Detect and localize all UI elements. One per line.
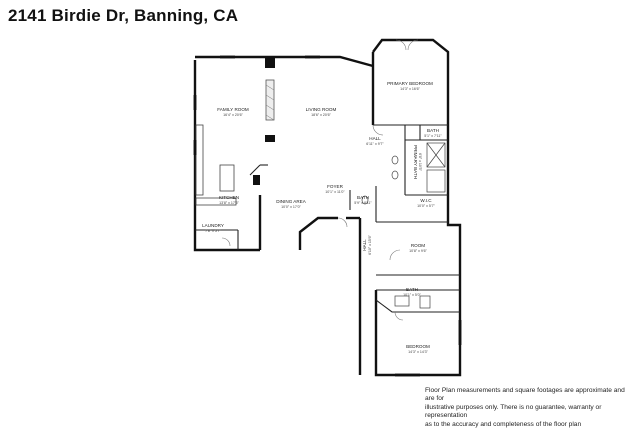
column-base bbox=[265, 135, 275, 142]
dims-bath-2: 5'9" x 8'11" bbox=[354, 201, 372, 205]
dims-bedroom: 14'3" x 14'3" bbox=[408, 350, 428, 354]
label-room: ROOM bbox=[411, 243, 425, 248]
dims-kitchen: 13'8" x 17'6" bbox=[219, 201, 239, 205]
label-bedroom: BEDROOM bbox=[406, 344, 430, 349]
shower bbox=[426, 142, 446, 168]
label-primary-bedroom: PRIMARY BEDROOM bbox=[387, 81, 433, 86]
dims-wic: 10'0" x 5'7" bbox=[417, 204, 435, 208]
wall-north bbox=[195, 55, 374, 68]
dims-hall-2: 6'10" x 15'6" bbox=[368, 234, 372, 254]
dims-primary-bedroom: 14'3" x 16'6" bbox=[400, 87, 420, 91]
toilet bbox=[419, 295, 431, 309]
wall-entry-angle bbox=[298, 216, 338, 250]
dims-foyer: 10'1" x 11'0" bbox=[325, 190, 345, 194]
label-wic: W.I.C bbox=[420, 198, 432, 203]
kitchen-fixtures bbox=[195, 124, 237, 206]
kitchen-counter bbox=[195, 124, 204, 196]
label-living-room: LIVING ROOM bbox=[306, 107, 337, 112]
door-front bbox=[337, 217, 348, 228]
wall-kitchen-angle bbox=[249, 164, 261, 176]
door-primary-2 bbox=[407, 39, 419, 51]
dims-primary-bath: 6'8" x 10'5" bbox=[418, 153, 422, 171]
dims-laundry: 7'8" x 5'7" bbox=[205, 229, 221, 233]
door-room bbox=[389, 249, 401, 261]
dims-room: 10'8" x 9'6" bbox=[409, 249, 427, 253]
door-bedroom bbox=[394, 311, 404, 321]
page-title: 2141 Birdie Dr, Banning, CA bbox=[8, 6, 239, 25]
dims-living-room: 18'6" x 20'6" bbox=[311, 113, 331, 117]
label-hall-2: HALL bbox=[362, 239, 367, 251]
dims-bath-1: 5'1" x 7'11" bbox=[424, 134, 442, 138]
chimney bbox=[265, 58, 275, 68]
label-primary-bath: PRIMARY BATH bbox=[413, 145, 418, 179]
wall-primary-bay bbox=[372, 38, 450, 180]
door-laundry bbox=[221, 237, 231, 247]
door-hall bbox=[372, 124, 384, 136]
windows bbox=[193, 55, 462, 377]
door-primary-1 bbox=[395, 39, 407, 51]
label-bath-2: BATH bbox=[357, 195, 369, 200]
fireplace-column bbox=[253, 58, 275, 185]
label-laundry: LAUNDRY bbox=[202, 223, 224, 228]
dims-bath-3: 10'1" x 5'0" bbox=[403, 293, 421, 297]
kitchen-island bbox=[219, 164, 235, 192]
kitchen-counter-south bbox=[195, 197, 237, 206]
interior-walls bbox=[195, 124, 460, 313]
hearth-hatch bbox=[265, 84, 275, 121]
label-foyer: FOYER bbox=[327, 184, 344, 189]
sink-2 bbox=[391, 170, 399, 180]
label-bath-1: BATH bbox=[427, 128, 439, 133]
room-labels: FAMILY ROOM 16'4" x 20'6" LIVING ROOM 18… bbox=[202, 81, 442, 354]
wall-east-wing bbox=[374, 180, 462, 377]
sink-3 bbox=[361, 195, 369, 205]
wall-bath3-south bbox=[375, 299, 460, 313]
kitchen-post bbox=[253, 175, 260, 185]
label-family-room: FAMILY ROOM bbox=[217, 107, 249, 112]
wall-west bbox=[193, 60, 260, 252]
dims-family-room: 16'4" x 20'6" bbox=[223, 113, 243, 117]
bath-fixtures bbox=[361, 142, 446, 309]
disclaimer-line-3: as to the accuracy and completeness of t… bbox=[425, 420, 582, 428]
label-hall: HALL bbox=[369, 136, 381, 141]
sink-1 bbox=[391, 155, 399, 165]
disclaimer-line-1: Floor Plan measurements and square foota… bbox=[425, 387, 625, 403]
dims-hall: 6'11" x 9'7" bbox=[366, 142, 384, 146]
dims-dining-area: 10'0" x 17'0" bbox=[281, 205, 301, 209]
disclaimer-line-2: illustrative purposes only. There is no … bbox=[425, 403, 602, 420]
doors bbox=[221, 39, 419, 321]
vanity bbox=[394, 295, 410, 307]
label-kitchen: KITCHEN bbox=[219, 195, 239, 200]
label-bath-3: BATH bbox=[406, 287, 418, 292]
disclaimer: Floor Plan measurements and square foota… bbox=[425, 387, 635, 429]
tub bbox=[426, 169, 446, 193]
label-dining-area: DINING AREA bbox=[276, 199, 307, 204]
